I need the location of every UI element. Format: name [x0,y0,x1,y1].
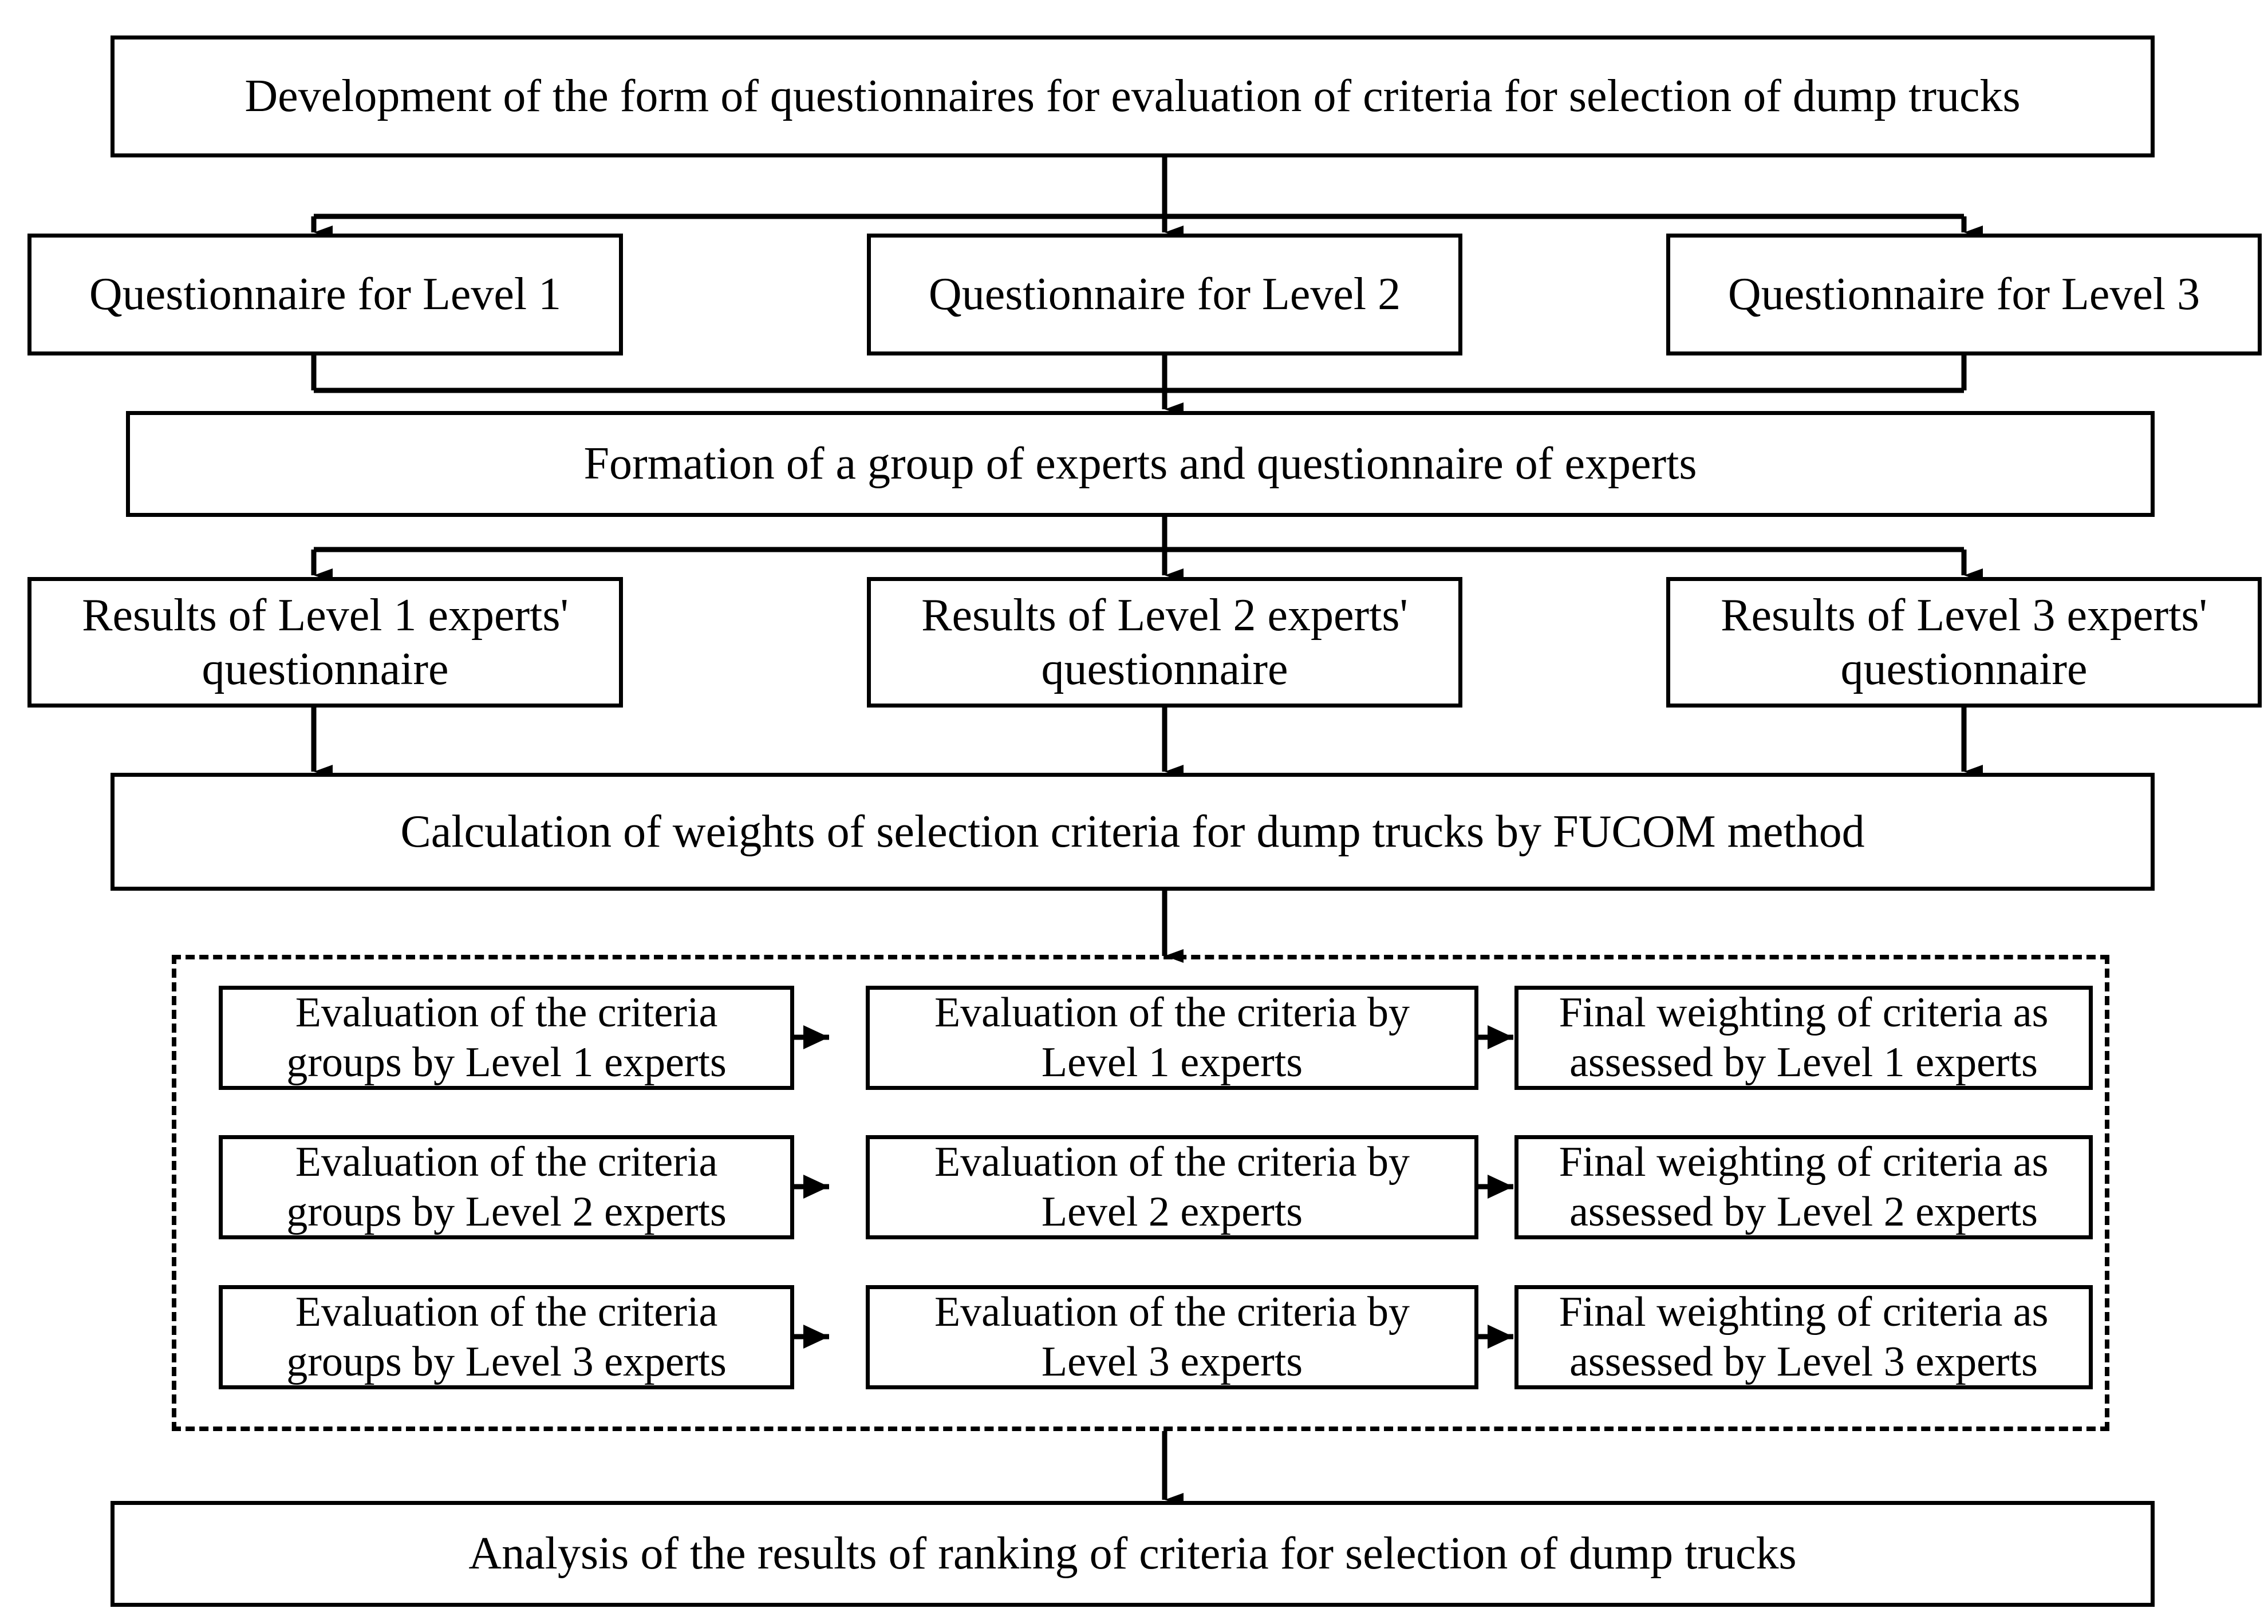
node-eval-groups-level-2-label: Evaluation of the criteria groups by Lev… [286,1138,727,1235]
node-eval-criteria-level-2-label: Evaluation of the criteria by Level 2 ex… [934,1138,1410,1235]
node-questionnaire-level-1[interactable]: Questionnaire for Level 1 [27,234,623,355]
node-results-level-1-label: Results of Level 1 experts' questionnair… [82,590,569,694]
node-eval-criteria-level-3[interactable]: Evaluation of the criteria by Level 3 ex… [866,1285,1478,1389]
node-formation-of-group-label: Formation of a group of experts and ques… [583,438,1697,489]
node-results-level-3[interactable]: Results of Level 3 experts' questionnair… [1666,577,2262,708]
node-eval-groups-level-2[interactable]: Evaluation of the criteria groups by Lev… [219,1135,794,1239]
node-eval-criteria-level-2[interactable]: Evaluation of the criteria by Level 2 ex… [866,1135,1478,1239]
node-final-weighting-level-1-label: Final weighting of criteria as assessed … [1559,989,2049,1086]
node-results-level-2-label: Results of Level 2 experts' questionnair… [921,590,1408,694]
node-final-weighting-level-1[interactable]: Final weighting of criteria as assessed … [1514,986,2093,1090]
node-questionnaire-level-2-label: Questionnaire for Level 2 [928,269,1401,320]
node-results-level-2[interactable]: Results of Level 2 experts' questionnair… [867,577,1462,708]
node-eval-criteria-level-1[interactable]: Evaluation of the criteria by Level 1 ex… [866,986,1478,1090]
expert-evaluation-group-outline [172,955,2109,1431]
node-formation-of-group[interactable]: Formation of a group of experts and ques… [126,411,2155,517]
node-final-weighting-level-3-label: Final weighting of criteria as assessed … [1559,1288,2049,1385]
node-development[interactable]: Development of the form of questionnaire… [111,35,2155,157]
node-eval-groups-level-1[interactable]: Evaluation of the criteria groups by Lev… [219,986,794,1090]
node-questionnaire-level-3-label: Questionnaire for Level 3 [1727,269,2200,320]
node-final-weighting-level-2[interactable]: Final weighting of criteria as assessed … [1514,1135,2093,1239]
node-questionnaire-level-2[interactable]: Questionnaire for Level 2 [867,234,1462,355]
node-eval-criteria-level-1-label: Evaluation of the criteria by Level 1 ex… [934,989,1410,1086]
node-eval-criteria-level-3-label: Evaluation of the criteria by Level 3 ex… [934,1288,1410,1385]
node-analysis-results-label: Analysis of the results of ranking of cr… [468,1528,1797,1579]
node-final-weighting-level-3[interactable]: Final weighting of criteria as assessed … [1514,1285,2093,1389]
node-eval-groups-level-1-label: Evaluation of the criteria groups by Lev… [286,989,727,1086]
node-calculation-weights[interactable]: Calculation of weights of selection crit… [111,773,2155,891]
node-results-level-3-label: Results of Level 3 experts' questionnair… [1721,590,2207,694]
node-eval-groups-level-3-label: Evaluation of the criteria groups by Lev… [286,1288,727,1385]
node-results-level-1[interactable]: Results of Level 1 experts' questionnair… [27,577,623,708]
node-analysis-results[interactable]: Analysis of the results of ranking of cr… [111,1501,2155,1607]
node-development-label: Development of the form of questionnaire… [244,71,2021,122]
node-questionnaire-level-3[interactable]: Questionnaire for Level 3 [1666,234,2262,355]
node-calculation-weights-label: Calculation of weights of selection crit… [400,806,1865,857]
node-final-weighting-level-2-label: Final weighting of criteria as assessed … [1559,1138,2049,1235]
node-questionnaire-level-1-label: Questionnaire for Level 1 [89,269,562,320]
node-eval-groups-level-3[interactable]: Evaluation of the criteria groups by Lev… [219,1285,794,1389]
